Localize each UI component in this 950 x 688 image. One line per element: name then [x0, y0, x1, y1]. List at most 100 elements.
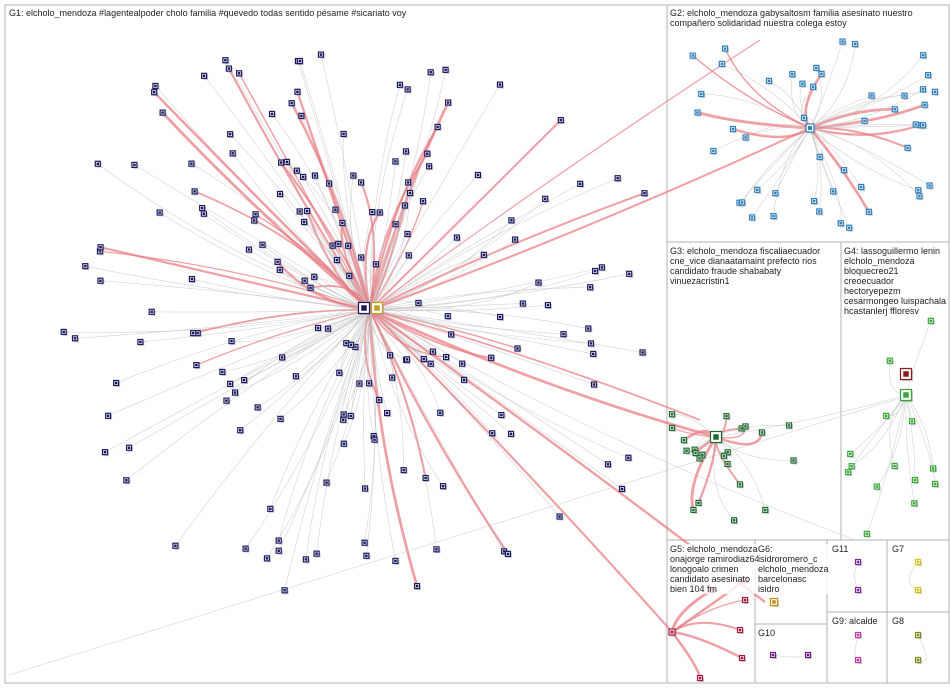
node-g1-59-avatar	[133, 163, 136, 167]
node-g1-94-avatar	[358, 382, 361, 385]
edge-g4-13	[905, 320, 932, 396]
edge-g1-90	[278, 309, 371, 551]
node-g1-162-avatar	[510, 219, 513, 222]
node-g1-46-avatar	[315, 552, 318, 555]
node-g2-43-avatar	[731, 127, 735, 131]
edge-g1-50	[159, 212, 371, 311]
node-g3-11-avatar	[760, 431, 764, 434]
node-g1-51-avatar	[627, 456, 630, 459]
node-g3-4-avatar	[670, 426, 674, 430]
node-g5-4-avatar	[698, 676, 702, 680]
node-g1-41-avatar	[424, 476, 427, 480]
node-g1-19-avatar	[371, 210, 374, 214]
edge-g1-73	[100, 280, 371, 311]
node-g1-26-avatar	[334, 208, 337, 211]
node-g1-35-avatar	[99, 246, 102, 249]
node-g1-183-avatar	[592, 383, 596, 386]
node-g1-32-avatar	[341, 418, 345, 421]
edge-g1-150	[343, 309, 371, 415]
edge-g2-44	[741, 127, 811, 203]
node-g1-2-avatar	[270, 112, 274, 116]
node-g1-113-avatar	[277, 539, 280, 542]
edge-g2-19	[808, 127, 870, 213]
node-g4-3-avatar	[884, 414, 888, 418]
node-g2-17-avatar	[817, 210, 821, 213]
node-g2-10-avatar	[921, 124, 925, 127]
edge-g1-71	[369, 309, 512, 435]
node-g1-112-avatar	[227, 67, 231, 70]
node-g1-152-avatar	[476, 173, 480, 177]
node-g1-81-avatar	[398, 83, 402, 87]
node-g1-181-avatar	[407, 254, 411, 257]
edge-g1-20	[108, 309, 371, 417]
edge-g1-156	[369, 273, 630, 311]
node-g3-5-avatar	[738, 483, 742, 486]
node-g2-42-avatar	[755, 188, 759, 192]
edge-g1-130	[192, 309, 371, 334]
node-g1-8-avatar	[435, 548, 438, 551]
node-g5-1-avatar	[743, 598, 747, 602]
node-g1-34-avatar	[426, 152, 429, 155]
node-g1-92-avatar	[342, 132, 345, 136]
node-g4-10-avatar	[888, 359, 892, 362]
node-g1-30-avatar	[367, 382, 371, 385]
edge-g1-145	[226, 309, 371, 401]
node-g4-7-avatar	[910, 419, 914, 423]
node-g11-b-avatar	[856, 588, 860, 592]
edge-g2-32	[809, 41, 843, 129]
panel-g1	[4, 4, 668, 684]
node-g1-74-avatar	[408, 191, 412, 195]
edge-g2-45	[809, 127, 919, 191]
node-g2-25-avatar	[750, 216, 754, 219]
node-g1-66-avatar	[278, 268, 282, 272]
node-g1-76-avatar	[558, 515, 561, 518]
node-g9-b-avatar	[856, 658, 860, 662]
edge-g1-165	[369, 303, 523, 311]
node-g1-53-avatar	[114, 381, 118, 385]
node-g1-21-avatar	[421, 199, 425, 203]
node-g2-18-avatar	[720, 62, 724, 66]
edge-g1-147	[140, 309, 371, 343]
node-g2-32-avatar	[841, 40, 844, 43]
edge-g1-168	[153, 91, 371, 311]
node-g2-hub-avatar	[808, 126, 812, 130]
node-g1-158-avatar	[588, 286, 592, 289]
node-g1-hub-a-avatar	[361, 305, 367, 311]
node-g1-17-avatar	[238, 428, 242, 432]
node-g4-13-avatar	[929, 319, 933, 323]
node-g1-78-avatar	[253, 219, 256, 222]
node-g1-116-avatar	[578, 182, 582, 186]
edge-g2-43	[732, 127, 811, 139]
node-g4-1-avatar	[846, 470, 850, 474]
node-g11-a-avatar	[856, 560, 860, 564]
node-g1-157-avatar	[319, 53, 323, 56]
node-g3-8-avatar	[692, 508, 695, 512]
node-g1-141-avatar	[394, 160, 397, 163]
node-g2-15-avatar	[839, 221, 842, 225]
edge-g1-124	[369, 89, 408, 311]
node-g1-126-avatar	[498, 83, 502, 86]
edge-g2-31	[809, 44, 856, 129]
node-g1-45-avatar	[446, 101, 450, 104]
node-g2-39-avatar	[933, 90, 937, 94]
node-g1-168-avatar	[152, 90, 156, 94]
edge-g2-30	[692, 55, 811, 129]
node-g3-14-avatar	[697, 501, 700, 505]
node-g10-a-avatar	[771, 653, 775, 657]
node-g1-13-avatar	[616, 176, 619, 180]
node-g1-156-avatar	[627, 272, 631, 276]
node-g1-36-avatar	[190, 162, 193, 165]
edge-g1-155	[368, 126, 439, 311]
node-g2-40-avatar	[921, 88, 925, 91]
node-g2-28-avatar	[893, 108, 897, 111]
edge-g1-93	[290, 102, 372, 311]
node-g1-28-avatar	[103, 450, 107, 454]
node-g1-67-avatar	[295, 169, 299, 172]
node-g1-11-avatar	[352, 174, 355, 177]
node-g2-11-avatar	[696, 111, 699, 114]
edge-g2-27	[809, 67, 822, 129]
edge-g3-8	[690, 436, 718, 511]
edge-g5-5	[670, 588, 713, 633]
node-g2-5-avatar	[923, 103, 926, 107]
